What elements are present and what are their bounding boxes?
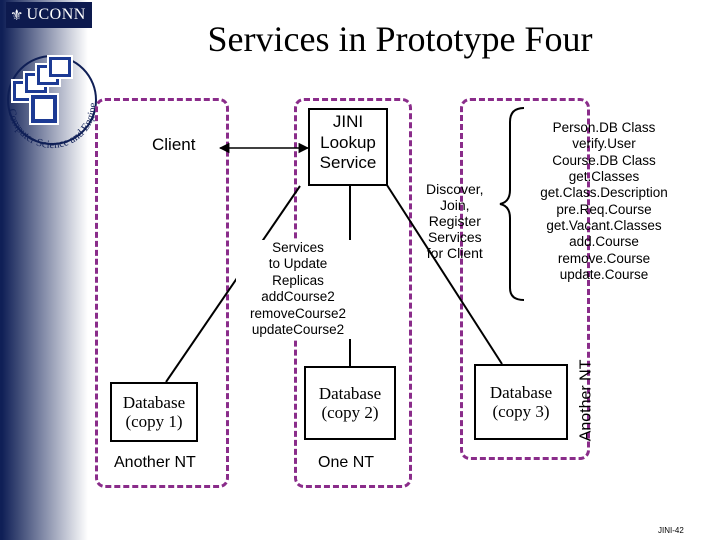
service-line: get.Vacant.Classes (546, 217, 662, 233)
db1-machine-label: Another NT (114, 454, 196, 471)
uconn-logo: ⚜ UCONN (6, 2, 92, 28)
service-line: pre.Req.Course (556, 201, 652, 217)
db3-line-2: (copy 3) (492, 401, 550, 421)
replica-services-text: Services to Update Replicas addCourse2 r… (236, 240, 360, 339)
db2-machine-label: One NT (318, 454, 375, 471)
discover-line: for Client (426, 245, 483, 262)
line-to-db1 (165, 185, 301, 383)
client-label: Client (152, 135, 196, 154)
db2-line-2: (copy 2) (321, 402, 379, 422)
service-line: Person.DB Class (552, 120, 656, 135)
service-line: get.Class.Description (540, 185, 668, 201)
database-copy-2: Database (copy 2) (304, 366, 396, 440)
service-line: update.Course (559, 266, 649, 282)
discover-line: Register (428, 213, 481, 230)
jini-lookup-box: JINI Lookup Service (308, 108, 388, 186)
replica-line: addCourse2 (261, 289, 335, 305)
brace (499, 107, 525, 301)
discover-line: Discover, (426, 181, 484, 197)
slide-number: JINI-42 (658, 526, 684, 535)
person-db-list: Person.DB Class verify.User Course.DB Cl… (509, 120, 699, 283)
lookup-line-3: Service (319, 153, 377, 173)
service-line: verify.User (572, 136, 636, 152)
service-line: get.Classes (568, 168, 640, 184)
database-copy-3: Database (copy 3) (474, 364, 568, 440)
replica-line: Replicas (272, 272, 324, 288)
replica-line: removeCourse2 (249, 305, 347, 321)
discover-text: Discover, Join, Register Services for Cl… (426, 181, 484, 261)
replica-line: updateCourse2 (251, 322, 345, 338)
db2-line-1: Database (318, 384, 382, 403)
replica-line: Services (272, 240, 324, 255)
cse-windows-logo-icon: Computer Science and Engineering (0, 29, 99, 151)
group-another-nt-3 (460, 98, 590, 460)
service-line: remove.Course (557, 250, 651, 266)
db3-machine-label: Another NT (577, 359, 595, 442)
cse-logo: Computer Science and Engineering (0, 29, 115, 158)
line-to-db3 (384, 181, 503, 365)
crest-icon: ⚜ (10, 7, 24, 24)
lookup-line-2: Lookup (320, 132, 376, 152)
page-title: Services in Prototype Four (207, 19, 593, 59)
db1-line-1: Database (122, 393, 186, 412)
discover-line: Services (427, 229, 482, 246)
brand-name: UCONN (26, 6, 86, 23)
service-line: add.Course (569, 234, 639, 250)
discover-line: Join, (440, 197, 470, 214)
lookup-line-1: JINI (332, 112, 364, 131)
db3-line-1: Database (489, 383, 553, 402)
database-copy-1: Database (copy 1) (110, 382, 198, 442)
service-line: Course.DB Class (552, 152, 656, 168)
db1-line-2: (copy 1) (125, 411, 183, 431)
replica-line: to Update (268, 256, 328, 272)
